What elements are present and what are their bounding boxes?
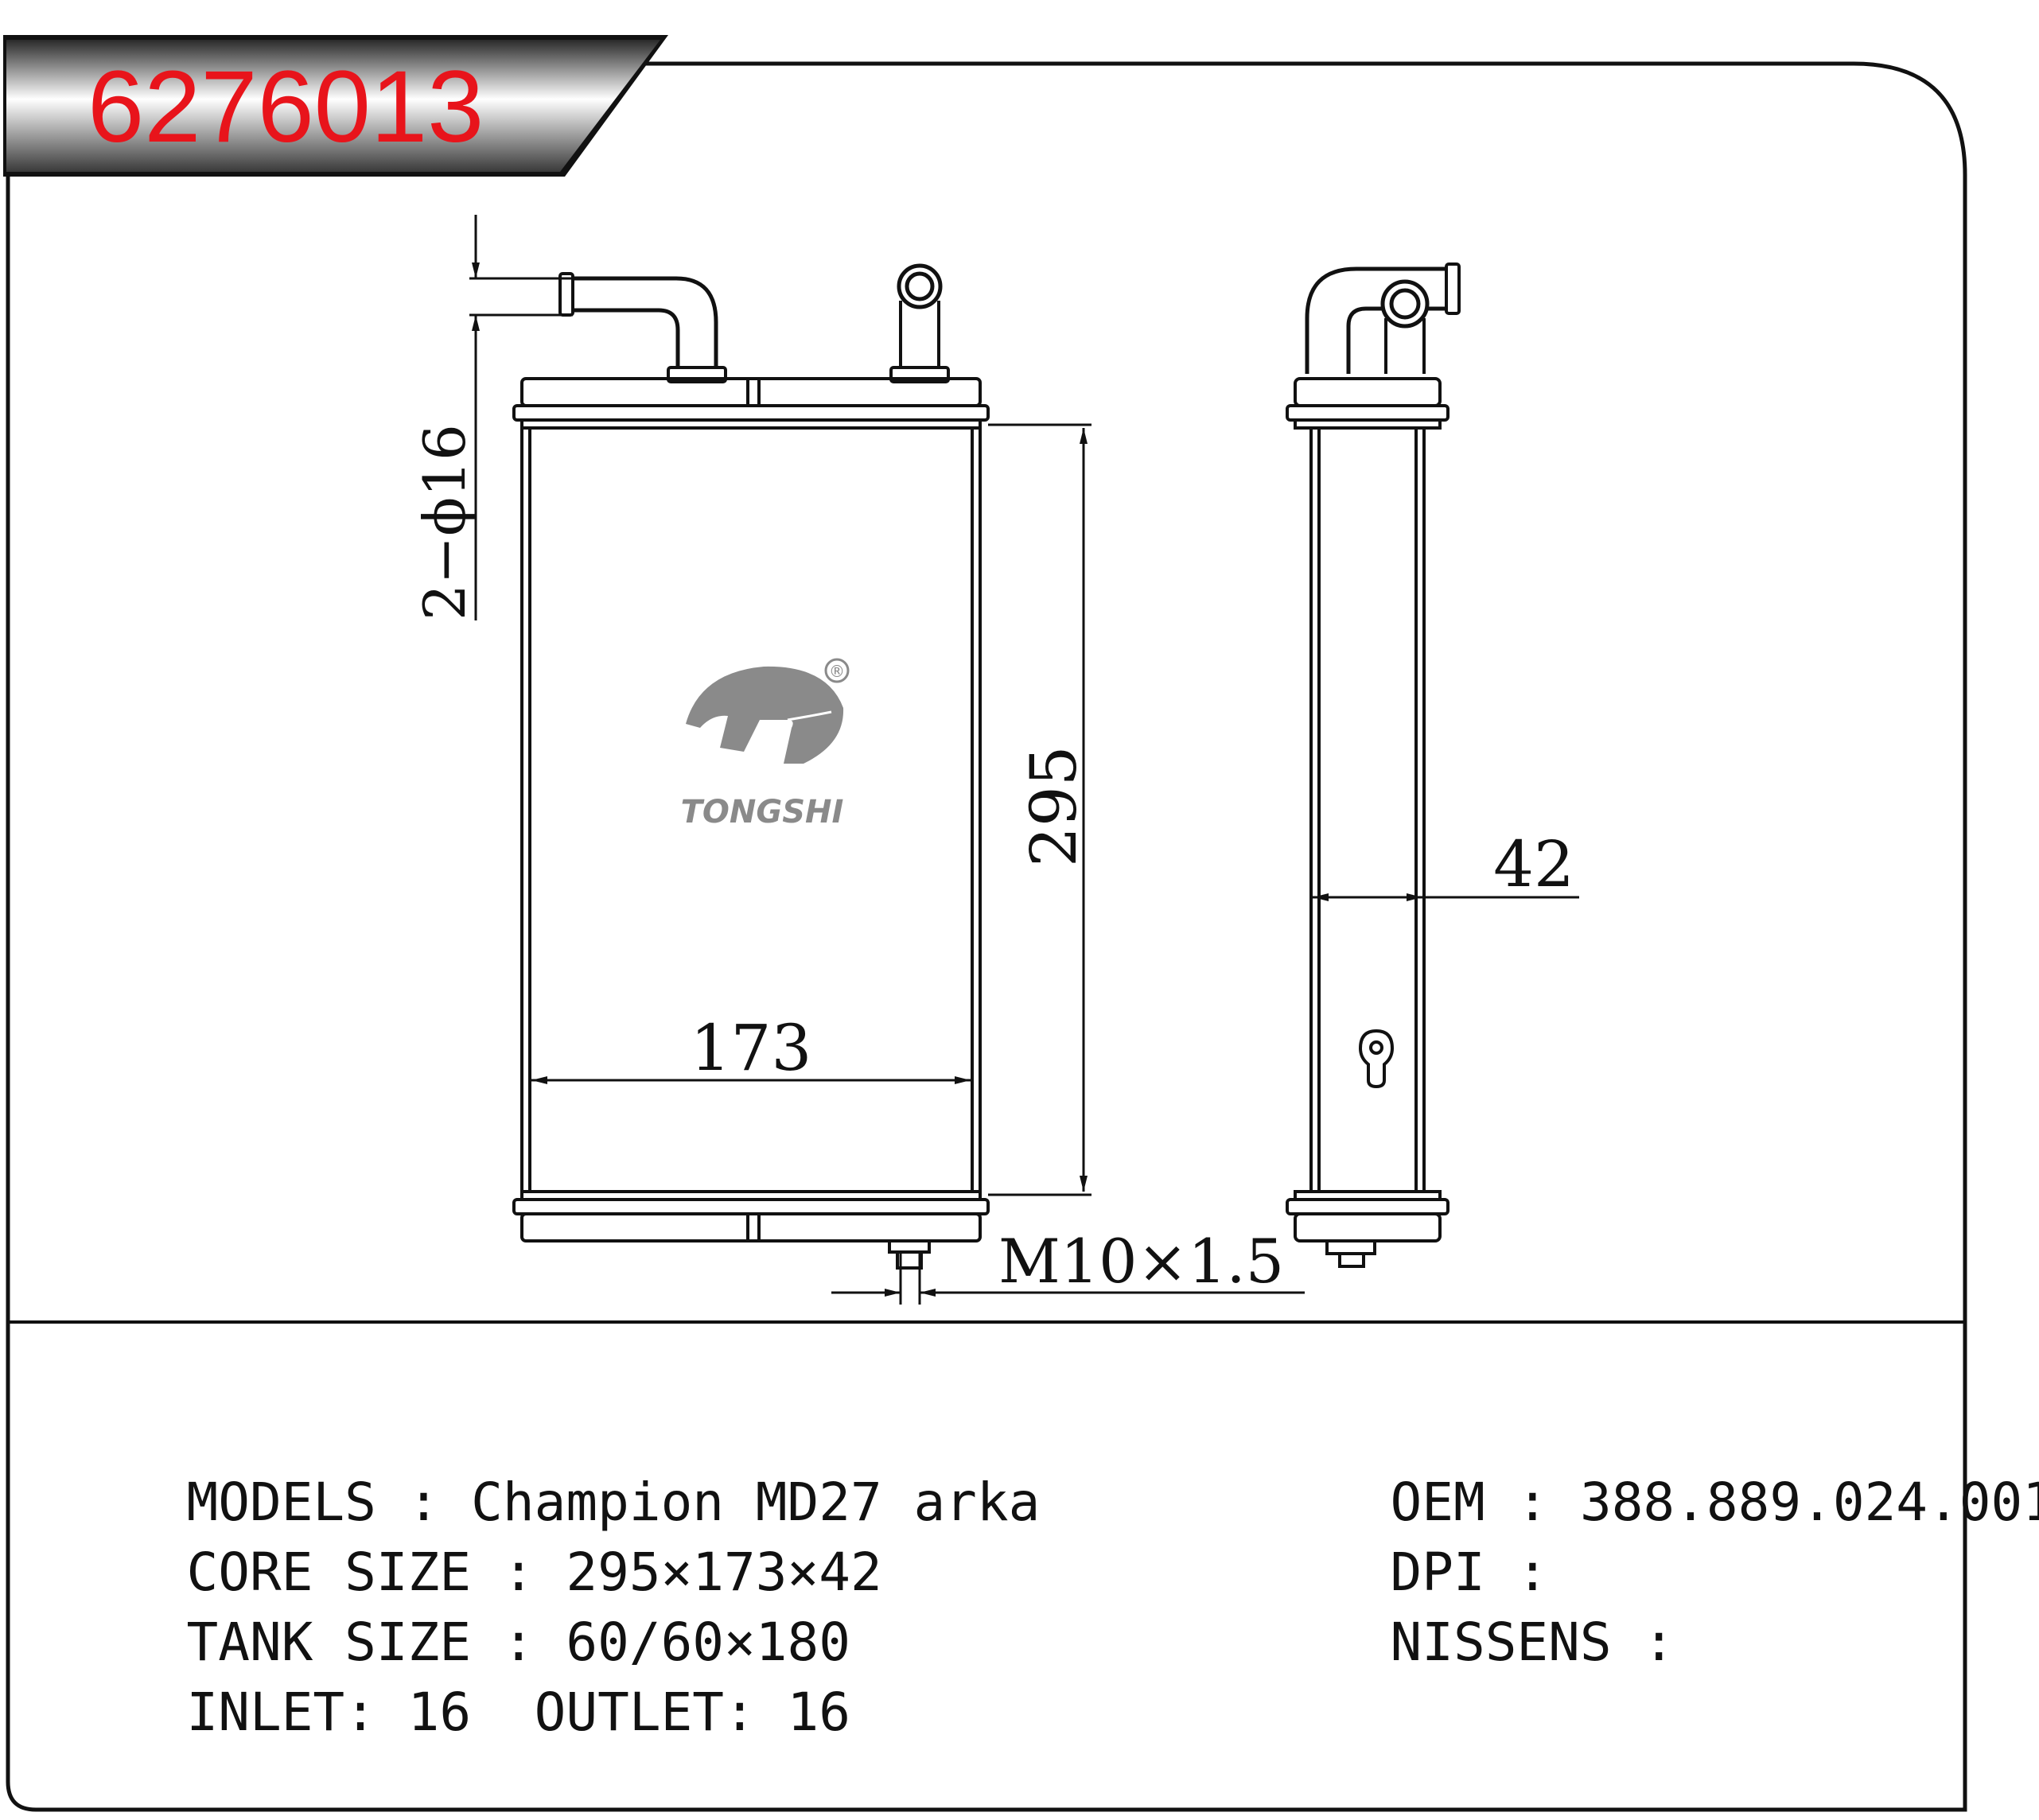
- core-size-label: CORE SIZE: [186, 1542, 472, 1603]
- thread-dimension: [831, 1252, 1305, 1305]
- spec-models: MODELS : Champion MD27 arka: [123, 1424, 1040, 1529]
- separator: :: [502, 1612, 535, 1673]
- separator: :: [502, 1542, 535, 1603]
- outlet-value: 16: [787, 1682, 851, 1743]
- separator: :: [1516, 1542, 1549, 1603]
- spec-core-size: CORE SIZE : 295×173×42: [123, 1494, 881, 1599]
- spec-dpi: DPI :: [1327, 1494, 1580, 1599]
- spec-nissens: NISSENS :: [1327, 1564, 1706, 1669]
- pipe-dimension: [469, 215, 573, 620]
- height-dimension-label: 295: [1017, 745, 1091, 867]
- core-size-value: 295×173×42: [566, 1542, 882, 1603]
- nissens-label: NISSENS: [1390, 1612, 1612, 1673]
- spec-inlet-outlet: INLET: 16 OUTLET: 16: [123, 1634, 850, 1739]
- part-number: 6276013: [88, 50, 484, 164]
- front-view: [512, 263, 990, 1270]
- spec-oem: OEM : 388.889.024.001: [1327, 1424, 2039, 1529]
- depth-dimension-label: 42: [1493, 827, 1574, 901]
- inlet-value: 16: [407, 1682, 472, 1743]
- separator: :: [407, 1472, 440, 1533]
- tongshi-logo: ® TONGSHI: [681, 658, 850, 830]
- outlet-label: OUTLET:: [534, 1682, 756, 1743]
- height-dimension: [988, 423, 1091, 1196]
- separator: :: [1643, 1612, 1675, 1673]
- dpi-label: DPI: [1390, 1542, 1485, 1603]
- thread-dimension-label: M10×1.5: [998, 1226, 1284, 1297]
- side-view: [1286, 262, 1461, 1268]
- pipe-dimension-label: 2−ϕ16: [411, 424, 478, 620]
- oem-value: 388.889.024.001: [1579, 1472, 2039, 1533]
- models-value: Champion MD27 arka: [471, 1472, 1041, 1533]
- registered-mark: ®: [829, 662, 845, 681]
- inlet-label: INLET:: [186, 1682, 376, 1743]
- tank-size-label: TANK SIZE: [186, 1612, 472, 1673]
- logo-text: TONGSHI: [681, 794, 844, 830]
- oem-label: OEM: [1390, 1472, 1485, 1533]
- outer-frame: [6, 61, 1967, 1812]
- separator: :: [1516, 1472, 1549, 1533]
- tank-size-value: 60/60×180: [566, 1612, 850, 1673]
- spec-tank-size: TANK SIZE : 60/60×180: [123, 1564, 850, 1669]
- part-number-banner: 6276013: [3, 35, 668, 177]
- width-dimension-label: 173: [691, 1011, 812, 1085]
- models-label: MODELS: [186, 1472, 376, 1533]
